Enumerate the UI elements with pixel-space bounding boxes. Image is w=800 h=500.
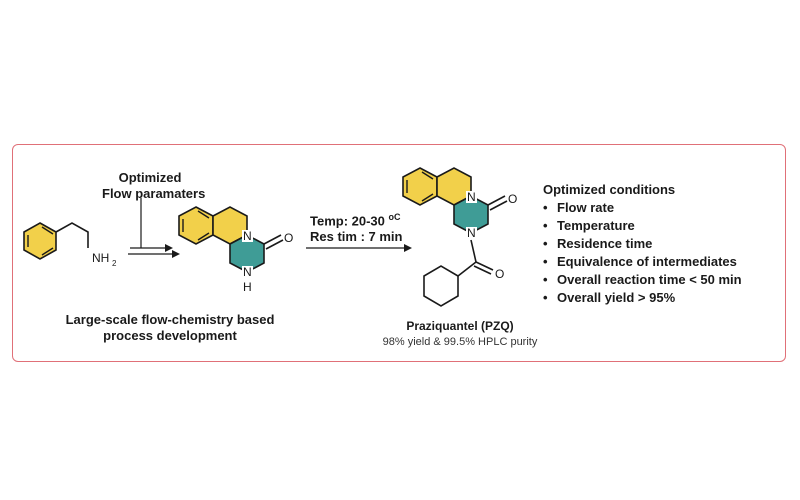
temp-unit: oC [388,212,401,222]
intermediate-n-label: N [243,229,252,243]
nh2-subscript: 2 [112,259,117,268]
condition-item: Equivalence of intermediates [543,253,742,271]
phenethylamine-structure: NH 2 [23,222,117,268]
pzq-o1-label: O [508,192,517,206]
praziquantel-structure: N O N O [402,167,517,307]
condition-item: Flow rate [543,199,742,217]
scheme-border [12,144,786,362]
pzq-o2-label: O [495,267,504,281]
condition-item: Temperature [543,217,742,235]
product-name: Praziquantel (PZQ) [406,319,514,333]
temp-text: Temp: 20-30 [310,213,389,229]
temp-condition: Temp: 20-30 oC [310,209,402,229]
reaction-conditions: Temp: 20-30 oC Res tim : 7 min [310,209,402,245]
optimized-label-line2: Flow paramaters [102,186,206,201]
condition-item: Overall reaction time < 50 min [543,271,742,289]
large-scale-line1: Large-scale flow-chemistry based [65,312,275,327]
large-scale-line2: process development [103,328,237,343]
residence-time-condition: Res tim : 7 min [310,229,403,245]
pzq-n2-label: N [467,226,476,240]
condition-item: Overall yield > 95% [543,289,742,307]
optimized-flow-label: Optimized Flow paramaters [102,170,206,202]
conditions-title: Optimized conditions [543,182,676,197]
arrow-step-2 [306,244,412,252]
optimized-label-line1: Optimized [118,170,182,185]
intermediate-o-label: O [284,231,293,245]
intermediate-h-label: H [243,280,252,294]
nh2-label: NH [92,251,109,265]
pzq-n1-label: N [467,190,476,204]
intermediate-nh-label: N [243,265,252,279]
large-scale-label: Large-scale flow-chemistry based process… [36,312,304,344]
conditions-list: Flow rate Temperature Residence time Equ… [543,199,742,307]
intermediate-structure: N O N H [178,206,293,294]
arrow-step-1 [128,198,180,258]
product-yield-purity: 98% yield & 99.5% HPLC purity [382,336,538,348]
condition-item: Residence time [543,235,742,253]
